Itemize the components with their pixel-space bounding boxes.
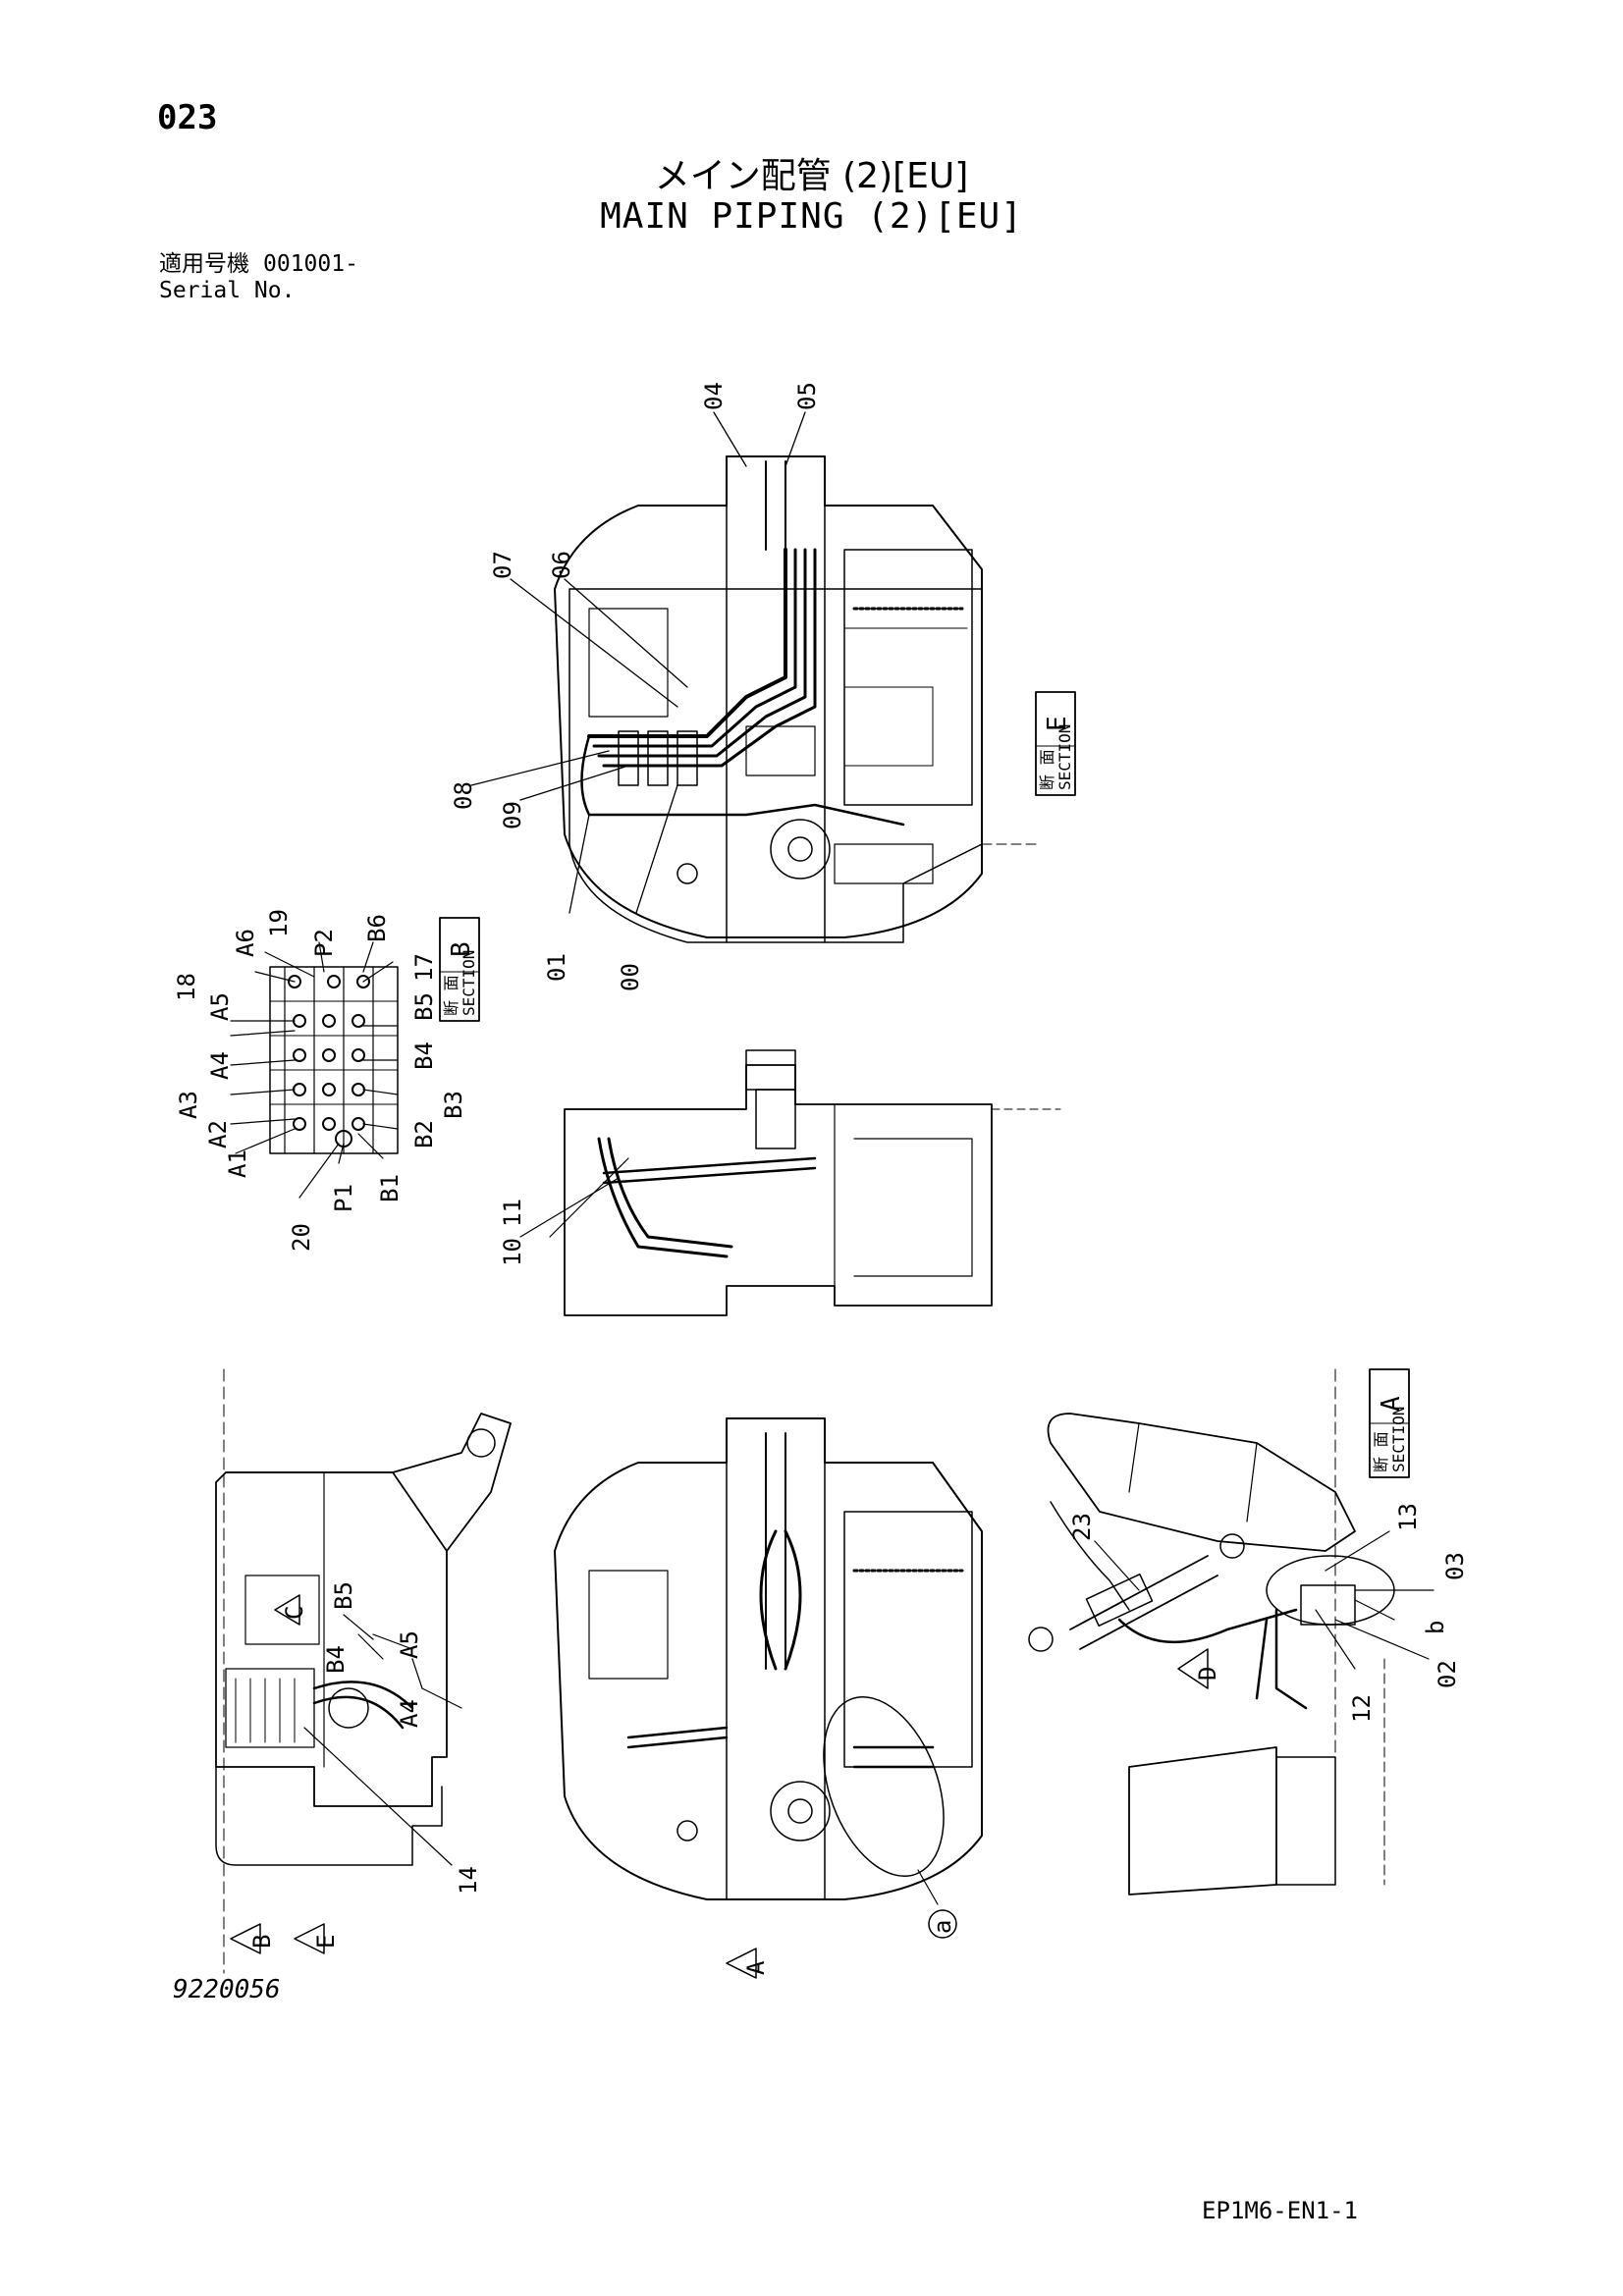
left-label-b4: B4 [322, 1645, 350, 1674]
control-valve-drawing [269, 966, 399, 1154]
valve-label-a5: A5 [206, 992, 234, 1021]
valve-label-19: 19 [265, 909, 293, 937]
section-b-tag [439, 917, 480, 1022]
top-view-leaders [470, 411, 806, 914]
section-e-jp: 断 面 [1038, 749, 1056, 790]
callout-03: 03 [1441, 1552, 1469, 1580]
view-arrow-c: C [281, 1606, 308, 1620]
valve-leaders [230, 941, 399, 1199]
section-e-letter: E [1043, 716, 1072, 731]
valve-label-b4: B4 [410, 1041, 438, 1070]
callout-08: 08 [450, 781, 477, 810]
section-e-tag [1035, 691, 1076, 796]
side-view-drawing [564, 1049, 1061, 1316]
view-arrow-a: A [742, 1960, 770, 1975]
bottom-left-drawing [215, 1368, 512, 1974]
valve-label-18: 18 [173, 973, 200, 1001]
callout-05: 05 [793, 382, 821, 410]
figure-number: 9220056 [173, 1975, 281, 2004]
callout-10: 10 [499, 1238, 526, 1266]
valve-label-a3: A3 [175, 1091, 202, 1119]
valve-label-b5: B5 [410, 992, 438, 1021]
callout-12: 12 [1348, 1694, 1376, 1723]
callout-00: 00 [617, 963, 644, 991]
callout-02: 02 [1434, 1660, 1461, 1688]
callout-09: 09 [499, 801, 526, 829]
detail-circle-a: a [929, 1920, 956, 1934]
valve-label-a1: A1 [224, 1149, 251, 1178]
valve-label-p2: P2 [310, 929, 338, 957]
left-label-a4: A4 [396, 1699, 423, 1728]
view-arrow-b: B [248, 1935, 276, 1949]
serial-block: 適用号機 001001- Serial No. [159, 251, 358, 304]
view-arrows-left [230, 1594, 325, 1954]
bottom-right-drawing [1028, 1368, 1395, 1896]
section-b-letter: B [447, 941, 476, 957]
callout-23: 23 [1068, 1513, 1096, 1541]
valve-label-17: 17 [410, 953, 438, 982]
section-a-jp: 断 面 [1372, 1431, 1390, 1472]
valve-label-p1: P1 [330, 1184, 357, 1212]
top-view-drawing [554, 455, 1042, 943]
callout-01: 01 [543, 953, 570, 982]
title-japanese: メイン配管 (2)[EU] [654, 156, 969, 196]
callout-07: 07 [489, 551, 516, 579]
callout-04: 04 [700, 382, 728, 410]
valve-label-b2: B2 [410, 1120, 438, 1148]
section-a-tag [1369, 1368, 1410, 1478]
valve-label-20: 20 [288, 1223, 315, 1252]
serial-value: 001001- [263, 251, 358, 277]
section-a-en: SECTION [1389, 1407, 1408, 1472]
left-label-a5: A5 [396, 1630, 423, 1659]
bottom-center-drawing [554, 1417, 983, 1979]
section-b-jp: 断 面 [442, 975, 460, 1016]
page-number: 023 [157, 98, 218, 137]
section-a-letter: A [1377, 1396, 1406, 1412]
page-code: EP1M6-EN1-1 [1202, 2197, 1358, 2224]
callout-14: 14 [455, 1866, 482, 1895]
section-b-en: SECTION [460, 950, 478, 1016]
section-e-en: SECTION [1055, 724, 1074, 790]
callout-13: 13 [1394, 1503, 1422, 1531]
view-arrow-d: D [1194, 1667, 1221, 1681]
serial-label-jp: 適用号機 [159, 251, 249, 277]
bottom-left-leaders [303, 1614, 462, 1866]
valve-label-b6: B6 [363, 914, 391, 942]
bottom-right-leaders [1094, 1530, 1434, 1670]
callout-11: 11 [499, 1199, 526, 1227]
title-english: MAIN PIPING (2)[EU] [600, 196, 1023, 237]
valve-label-a4: A4 [206, 1051, 234, 1080]
valve-label-a6: A6 [232, 929, 259, 957]
valve-label-a2: A2 [204, 1120, 232, 1148]
side-view-leaders [519, 1157, 629, 1238]
left-label-b5: B5 [330, 1581, 357, 1610]
serial-label-en: Serial No. [159, 278, 296, 303]
valve-label-b1: B1 [376, 1174, 404, 1202]
valve-label-b3: B3 [440, 1091, 467, 1119]
detail-circle-b: b [1422, 1621, 1449, 1634]
view-arrow-e: E [312, 1935, 340, 1949]
callout-06: 06 [548, 551, 575, 579]
